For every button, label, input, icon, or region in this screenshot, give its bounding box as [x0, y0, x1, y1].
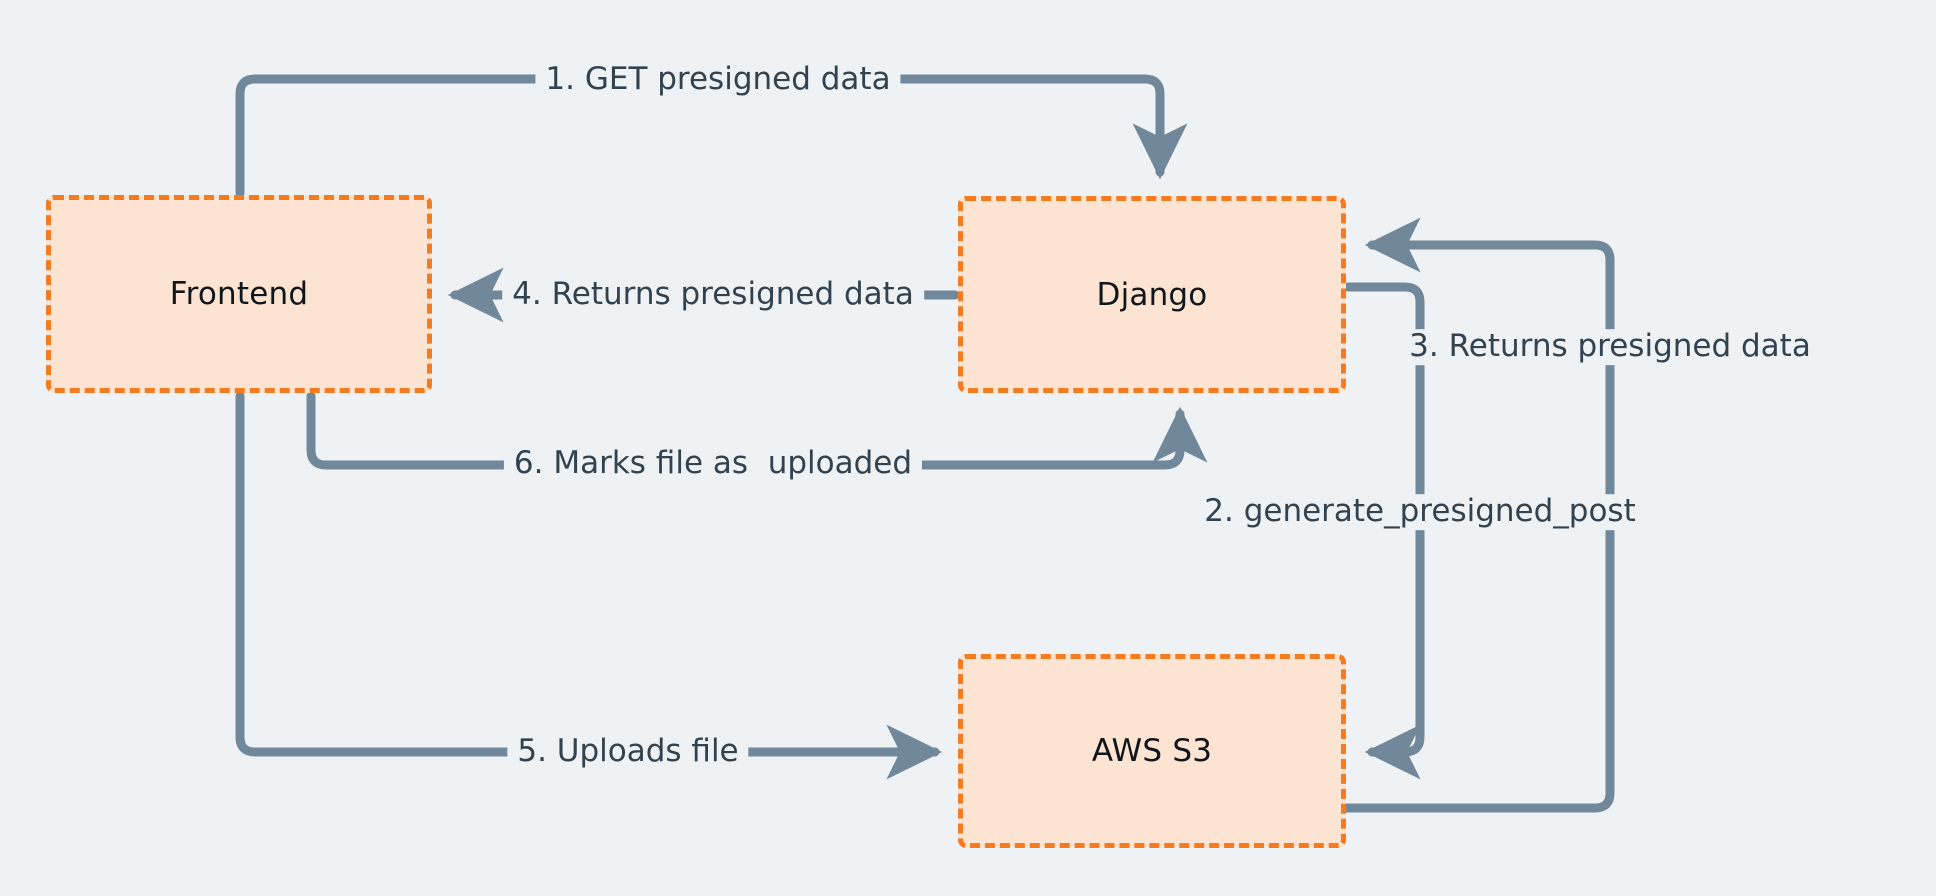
- connector-step-5: [235, 391, 943, 780]
- edge-label-step-6: 6. Marks file as uploaded: [503, 446, 923, 482]
- node-frontend-label: Frontend: [169, 276, 309, 312]
- node-django-label: Django: [1096, 276, 1208, 313]
- edge-label-step-3: 3. Returns presigned data: [1399, 329, 1821, 365]
- node-django[interactable]: Django: [958, 196, 1346, 393]
- edge-label-step-2: 2. generate_presigned_post: [1194, 494, 1646, 530]
- edge-label-step-1: 1. GET presigned data: [535, 62, 901, 98]
- node-aws-s3-label: AWS S3: [1091, 733, 1213, 769]
- node-aws-s3[interactable]: AWS S3: [958, 654, 1346, 848]
- edge-label-step-5: 5. Uploads file: [507, 734, 749, 770]
- node-frontend[interactable]: Frontend: [46, 195, 432, 393]
- edge-label-step-4: 4. Returns presigned data: [502, 277, 924, 313]
